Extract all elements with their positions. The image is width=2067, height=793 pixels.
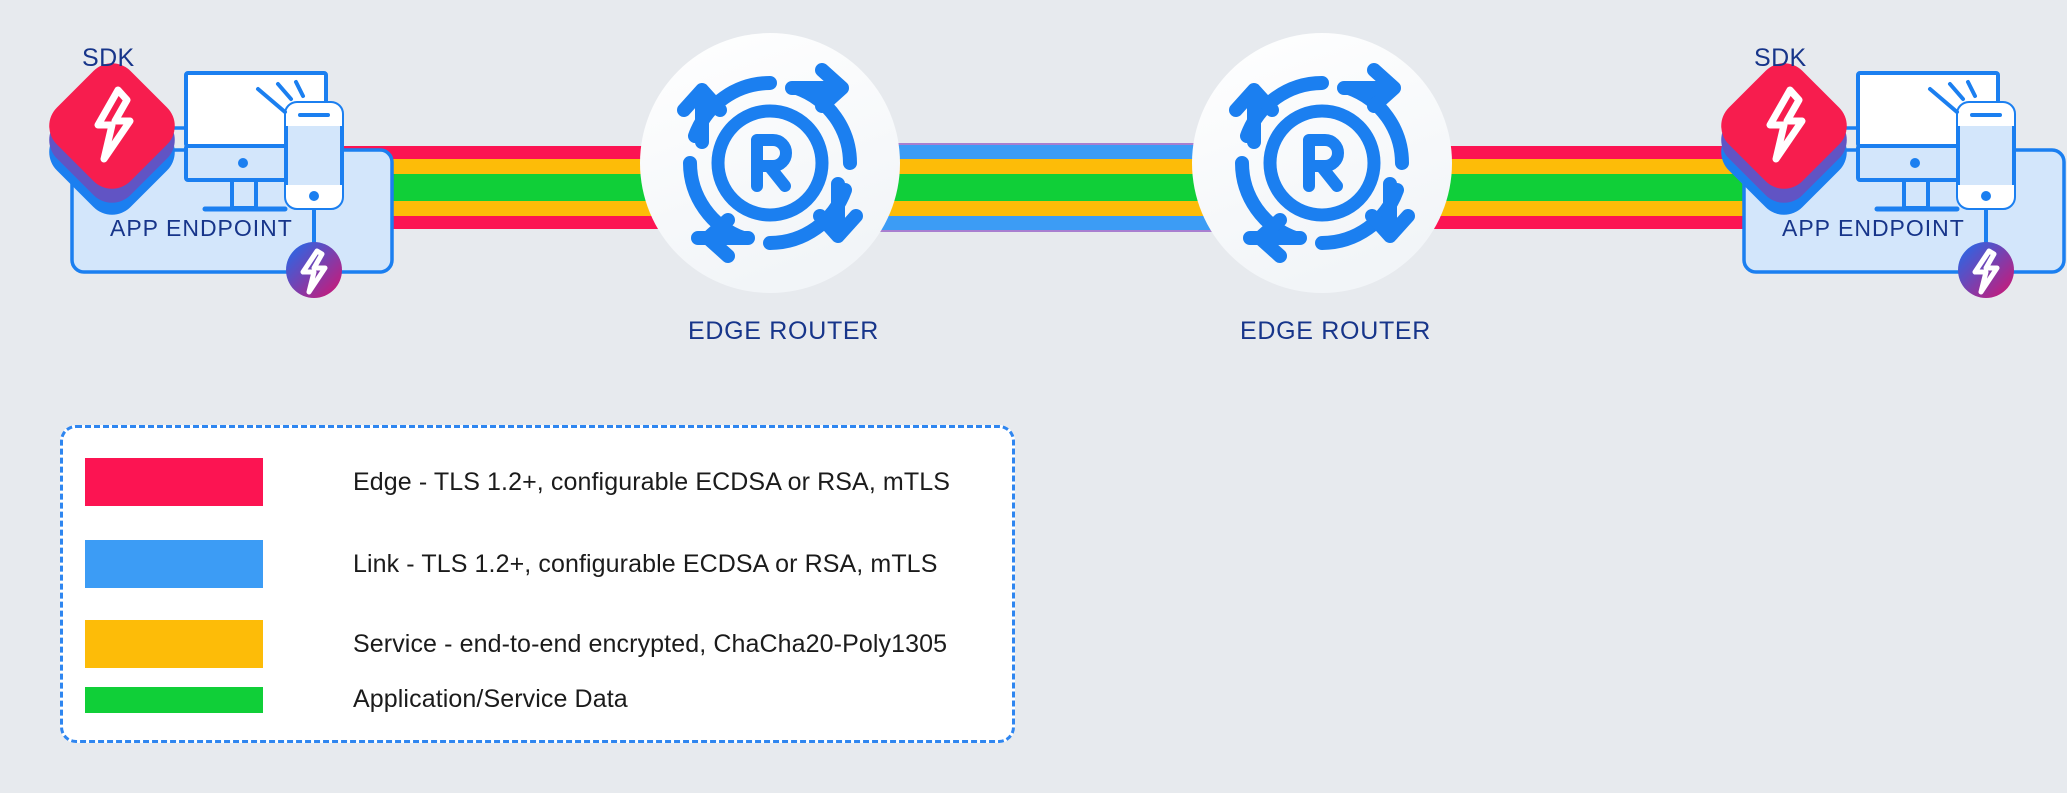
lightning-badge-icon[interactable] xyxy=(1958,242,2014,298)
legend-label-link: Link - TLS 1.2+, configurable ECDSA or R… xyxy=(353,549,938,578)
app-endpoint-right[interactable] xyxy=(1710,52,2066,298)
edge-router-label-right: EDGE ROUTER xyxy=(1240,317,1432,345)
legend-swatch-edge xyxy=(85,458,263,506)
app-endpoint-label-left: APP ENDPOINT xyxy=(110,215,293,241)
edge-router-right[interactable] xyxy=(1192,33,1452,293)
lightning-badge-icon[interactable] xyxy=(286,242,342,298)
sdk-label-right: SDK xyxy=(1754,44,1807,72)
legend-panel: Edge - TLS 1.2+, configurable ECDSA or R… xyxy=(60,425,1015,743)
legend-swatch-service xyxy=(85,620,263,668)
band-segment-link-middle xyxy=(880,143,1220,232)
sdk-stack-icon xyxy=(49,63,175,215)
legend-swatch-link xyxy=(85,540,263,588)
legend-label-edge: Edge - TLS 1.2+, configurable ECDSA or R… xyxy=(353,467,950,496)
sdk-stack-icon xyxy=(1721,63,1847,215)
edge-router-label-left: EDGE ROUTER xyxy=(688,317,880,345)
app-endpoint-label-right: APP ENDPOINT xyxy=(1782,215,1965,241)
phone-icon xyxy=(1928,80,2016,248)
edge-router-left[interactable] xyxy=(640,33,900,293)
router-icon xyxy=(677,63,863,263)
router-icon xyxy=(1229,63,1415,263)
sdk-label-left: SDK xyxy=(82,44,135,72)
legend-label-data: Application/Service Data xyxy=(353,685,628,713)
legend-item: Application/Service Data xyxy=(85,685,628,714)
phone-icon xyxy=(256,80,344,248)
legend-label-service: Service - end-to-end encrypted, ChaCha20… xyxy=(353,629,948,658)
legend-item: Link - TLS 1.2+, configurable ECDSA or R… xyxy=(85,540,937,588)
legend-item: Service - end-to-end encrypted, ChaCha20… xyxy=(85,620,947,668)
legend-item: Edge - TLS 1.2+, configurable ECDSA or R… xyxy=(85,458,950,506)
legend-swatch-data xyxy=(85,686,263,713)
app-endpoint-left[interactable] xyxy=(38,52,394,298)
